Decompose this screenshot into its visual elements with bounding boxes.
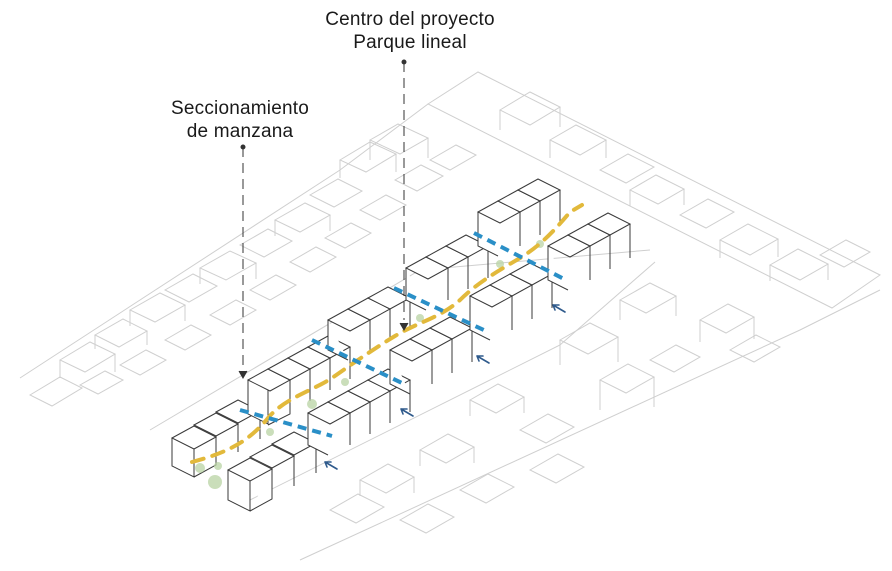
linear-park-path	[190, 203, 584, 464]
tree	[266, 428, 274, 436]
context-buildings-west	[28, 123, 478, 407]
tree	[208, 475, 222, 489]
annotation-seccionamiento: Seccionamiento de manzana	[130, 97, 350, 143]
street-arrows	[324, 304, 566, 470]
annotation-leaders	[238, 59, 409, 380]
tree	[307, 399, 317, 409]
section-cut	[393, 286, 489, 334]
context-street-edge	[19, 103, 429, 379]
arrow-icon	[552, 304, 566, 313]
context-city-blocks	[19, 71, 881, 561]
context-buildings-north	[498, 91, 872, 281]
annotation-centro-line2: Parque lineal	[353, 32, 467, 53]
tree	[416, 314, 424, 322]
tree	[214, 462, 222, 470]
project-block	[170, 178, 632, 512]
section-cut	[311, 338, 405, 386]
context-buildings-south	[328, 282, 782, 534]
tree	[341, 378, 349, 386]
annotation-centro-del-proyecto: Centro del proyecto Parque lineal	[290, 8, 530, 54]
tree	[496, 260, 504, 268]
building	[226, 457, 274, 512]
trees	[195, 240, 544, 489]
building	[170, 425, 218, 478]
arrow-icon	[400, 408, 414, 417]
section-cut	[239, 408, 333, 438]
leader-arrowhead	[238, 370, 248, 380]
context-street-edge	[299, 289, 881, 561]
annotation-centro-line1: Centro del proyecto	[325, 9, 495, 30]
leader-dot	[401, 59, 407, 65]
building	[586, 212, 632, 258]
leader-arrowhead	[399, 322, 409, 332]
leader-dot	[240, 144, 246, 150]
building	[248, 444, 296, 486]
building	[326, 308, 372, 361]
context-street-edge	[149, 249, 651, 431]
section-cuts	[239, 231, 567, 438]
arrow-icon	[476, 355, 490, 364]
building	[516, 178, 562, 224]
annotation-seccionamiento-line1: Seccionamiento	[171, 98, 309, 119]
context-street-edge	[249, 261, 656, 501]
annotation-seccionamiento-line2: de manzana	[186, 121, 294, 142]
building	[192, 412, 240, 452]
context-block-north	[426, 71, 881, 309]
building	[404, 256, 450, 311]
building-row-north	[170, 178, 562, 478]
arrow-icon	[324, 461, 338, 470]
section-cut	[473, 231, 567, 282]
tree	[195, 463, 205, 473]
